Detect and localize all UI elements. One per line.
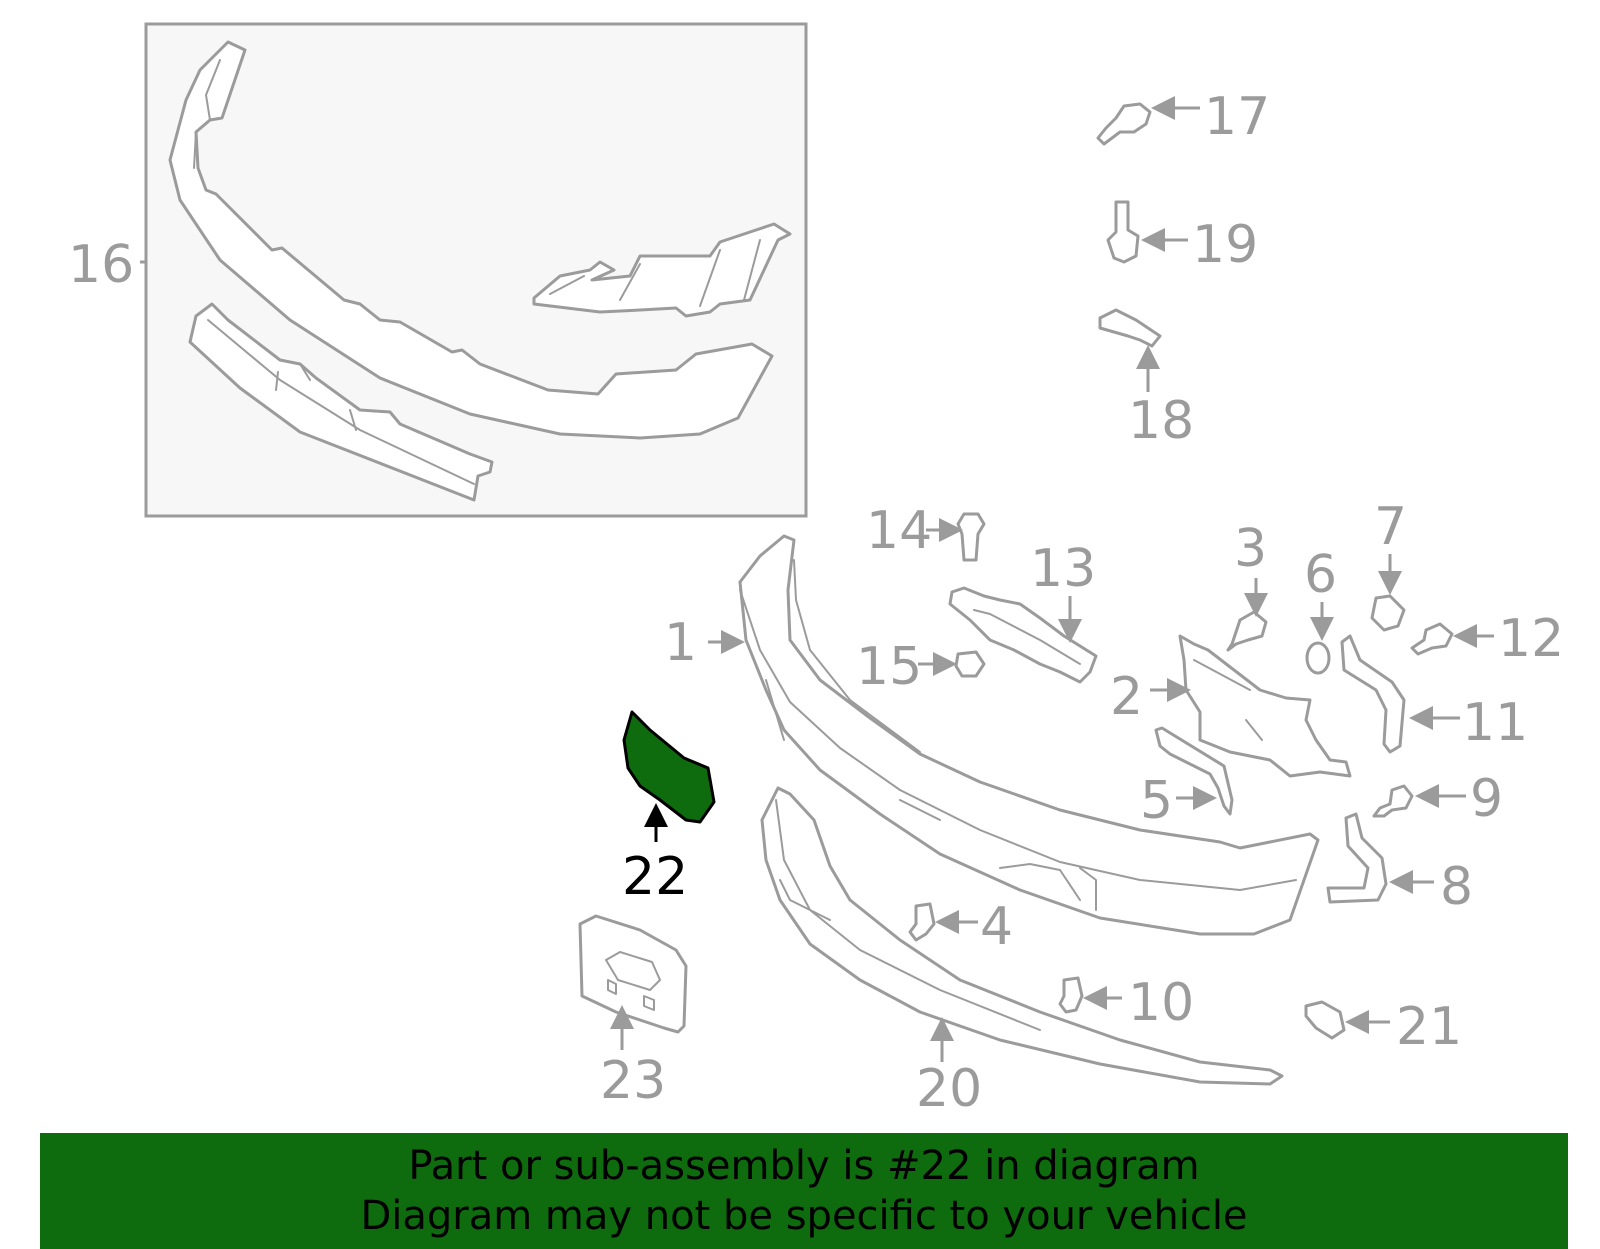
bumper-part-1 [738,534,1320,936]
info-banner: Part or sub-assembly is #22 in diagram D… [40,1133,1568,1249]
banner-line-1: Part or sub-assembly is #22 in diagram [408,1143,1200,1189]
bracket-part-16b [532,222,792,318]
bolt-part-9 [1372,784,1414,818]
callout-label-23: 23 [600,1051,666,1111]
nut-part-7 [1370,594,1406,632]
callout-arrows [140,96,1494,1062]
callout-label-19: 19 [1192,215,1258,275]
callout-label-7: 7 [1374,497,1407,557]
bracket-part-8 [1326,812,1388,904]
callout-label-11: 11 [1462,693,1528,753]
callout-label-10: 10 [1128,973,1194,1033]
banner-line-2: Diagram may not be specific to your vehi… [360,1193,1248,1239]
highlighted-part-22 [622,710,716,824]
callout-label-1: 1 [664,613,697,673]
bracket-part-2 [1178,634,1352,778]
callout-label-4: 4 [980,897,1013,957]
clip-part-18 [1098,308,1162,348]
callout-label-15: 15 [856,637,922,697]
washer-part-6 [1305,641,1331,675]
bolt-part-17 [1096,102,1152,146]
bracket-part-11 [1340,634,1406,754]
callout-label-12: 12 [1498,609,1564,669]
bolt-part-3 [1226,610,1268,652]
clip-part-4 [908,902,936,942]
clip-part-10 [1058,976,1084,1014]
callout-label-14: 14 [866,501,932,561]
callout-label-20: 20 [916,1059,982,1119]
valance-part-20 [760,786,1284,1086]
callout-label-22: 22 [622,847,688,907]
callout-label-17: 17 [1204,87,1270,147]
callout-label-5: 5 [1140,771,1173,831]
plate-bracket-part-23 [578,914,688,1034]
lower-reinforcement-part [188,302,494,502]
callout-label-3: 3 [1234,519,1267,579]
callout-label-21: 21 [1396,997,1462,1057]
bolt-part-12 [1410,622,1454,656]
bracket-part-13 [948,586,1098,684]
clip-part-15 [954,650,986,678]
callout-label-16: 16 [68,235,134,295]
callout-label-13: 13 [1030,539,1096,599]
callout-label-8: 8 [1440,857,1473,917]
clip-part-21 [1304,1000,1346,1040]
bracket-part-5 [1154,726,1234,816]
callout-label-18: 18 [1128,391,1194,451]
callout-label-9: 9 [1470,769,1503,829]
upper-reinforcement-part [168,40,774,440]
callout-label-6: 6 [1304,545,1337,605]
bolt-part-14 [956,512,986,562]
inset-box-16 [144,22,808,518]
callout-label-2: 2 [1110,667,1143,727]
bolt-part-19 [1106,200,1140,264]
